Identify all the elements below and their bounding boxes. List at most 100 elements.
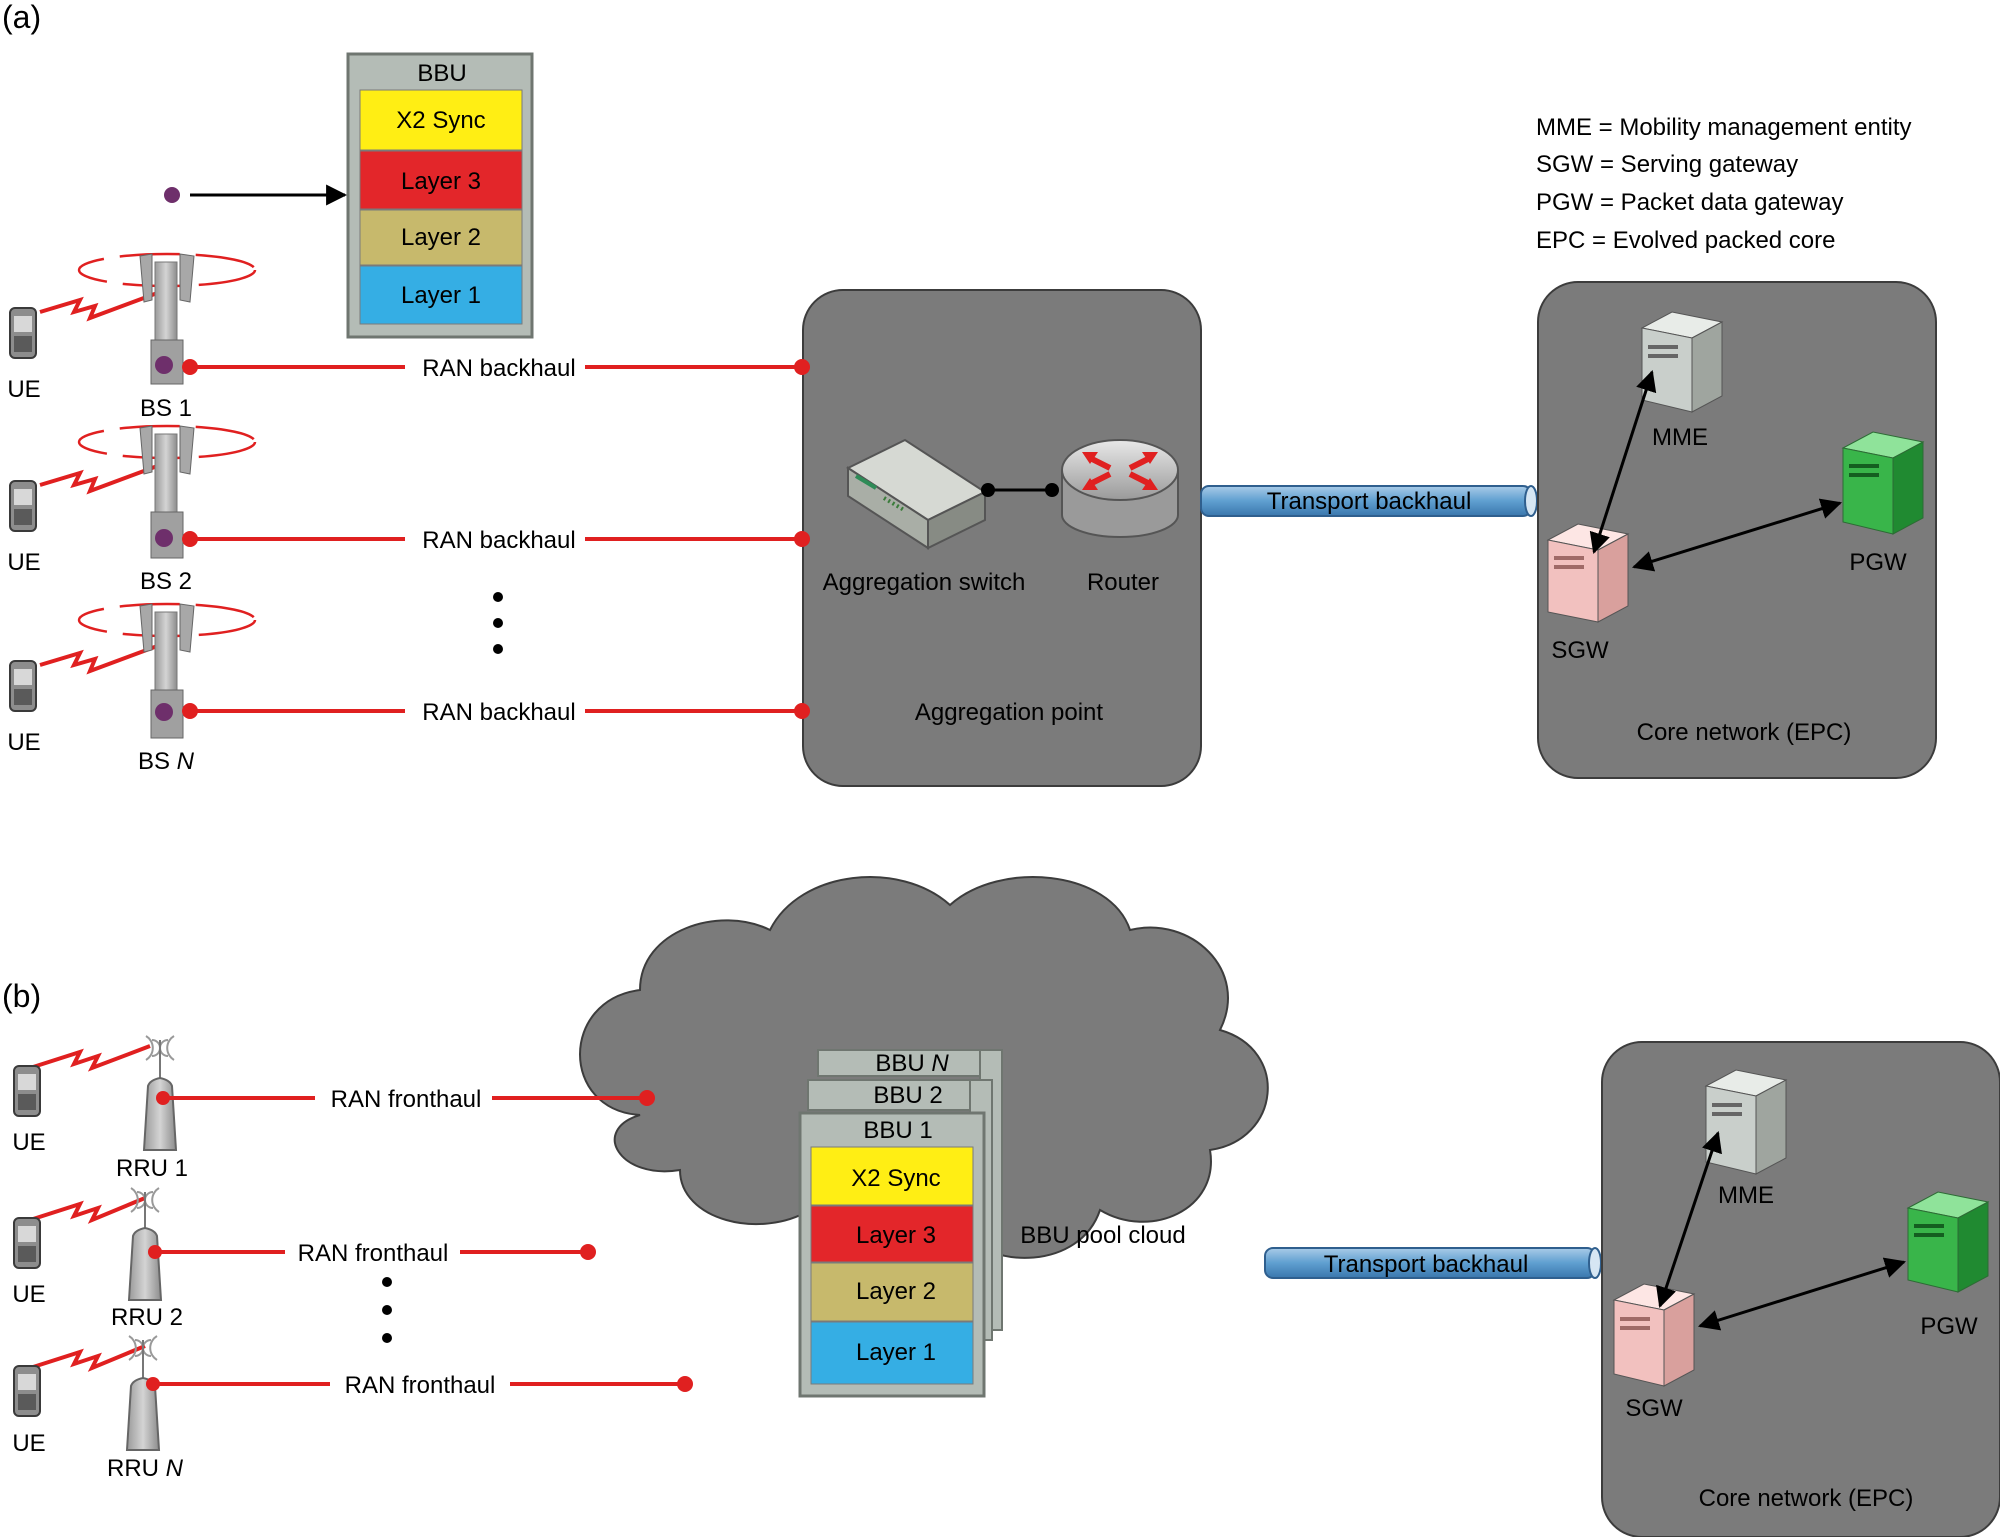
backhaul-endpoint-dot xyxy=(182,531,198,547)
pgw-server-icon xyxy=(1841,431,1925,535)
bbu-pool-layer-1 xyxy=(810,1321,974,1385)
router-port-dot xyxy=(1045,483,1059,497)
ue-label: UE xyxy=(7,376,40,403)
bbu-pool-layer-3-label: Layer 3 xyxy=(856,1222,936,1249)
bbu-pool-layer-2 xyxy=(810,1262,974,1322)
radio-link-zigzag xyxy=(29,1196,146,1224)
bbu-2-label: BBU 2 xyxy=(873,1082,942,1109)
legend-item: MME = Mobility management entity xyxy=(1536,114,1911,141)
radio-link-zigzag xyxy=(29,1344,146,1372)
bbu-layer-2-label: Layer 2 xyxy=(401,224,481,251)
bbu-source-dot xyxy=(164,187,180,203)
panel-b: (b) BBU N BBU 2 BBU 1 X2 Sync Layer 3 La… xyxy=(2,876,2000,1537)
backhaul-endpoint-dot xyxy=(794,531,810,547)
core-network-label: Core network (EPC) xyxy=(1699,1485,1914,1512)
bs-label: BS 2 xyxy=(140,568,192,595)
bbu-block: BBU X2 Sync Layer 3 Layer 2 Layer 1 xyxy=(346,52,534,339)
bbu-n-label-index: N xyxy=(931,1050,949,1077)
ue-label: UE xyxy=(12,1281,45,1308)
bbu-layer-3-label: Layer 3 xyxy=(401,168,481,195)
aggregation-switch-label: Aggregation switch xyxy=(823,569,1026,596)
rru-label-index: N xyxy=(166,1455,184,1482)
backhaul-endpoint-dot xyxy=(182,703,198,719)
bbu-n-label-prefix: BBU xyxy=(875,1050,931,1077)
bbu-layer-2 xyxy=(359,209,523,266)
ran-backhaul-label: RAN backhaul xyxy=(422,699,575,726)
rru-label-prefix: RRU xyxy=(107,1455,166,1482)
bbu-stack: BBU N BBU 2 BBU 1 X2 Sync Layer 3 Layer … xyxy=(798,1049,1003,1398)
tower-icon xyxy=(139,603,195,739)
bbu-pool-layer-x2-sync-label: X2 Sync xyxy=(851,1165,940,1192)
aggregation-point-label: Aggregation point xyxy=(915,699,1103,726)
bs-label: BS 1 xyxy=(140,395,192,422)
bbu-layer-1-label: Layer 1 xyxy=(401,282,481,309)
panel-a: (a) BBU X2 Sync Layer 3 Layer 2 Layer 1 xyxy=(2,0,1937,787)
bbu-n-frame xyxy=(817,1049,1003,1077)
mme-label: MME xyxy=(1718,1182,1774,1209)
ue-label: UE xyxy=(7,729,40,756)
fronthaul-endpoint-dot xyxy=(580,1244,596,1260)
transport-backhaul-pipe xyxy=(1200,485,1538,517)
switch-port-dot xyxy=(981,483,995,497)
bbu-2-frame xyxy=(807,1079,993,1111)
legend-item: EPC = Evolved packed core xyxy=(1536,227,1836,254)
ellipsis-dots xyxy=(493,592,503,654)
fronthaul-endpoint-dot xyxy=(156,1091,170,1105)
station-row: UE BS N RAN backhaul xyxy=(7,602,810,775)
core-network-label: Core network (EPC) xyxy=(1637,719,1852,746)
ran-backhaul-label: RAN backhaul xyxy=(422,355,575,382)
legend-item: PGW = Packet data gateway xyxy=(1536,189,1844,216)
ue-label: UE xyxy=(12,1129,45,1156)
bbu-1-label: BBU 1 xyxy=(863,1117,932,1144)
transport-backhaul-label: Transport backhaul xyxy=(1324,1251,1529,1278)
ue-phone-icon xyxy=(9,660,37,712)
mme-server-icon xyxy=(1640,311,1724,413)
sgw-server-icon xyxy=(1546,523,1630,623)
ue-phone-icon xyxy=(13,1217,41,1269)
rru-row: UE RRU 2 RAN fronthaul xyxy=(12,1187,596,1331)
bbu-pool-layer-1-label: Layer 1 xyxy=(856,1339,936,1366)
bbu-pool-layer-2-label: Layer 2 xyxy=(856,1278,936,1305)
rru-label: RRU N xyxy=(107,1455,184,1482)
legend-item: SGW = Serving gateway xyxy=(1536,151,1798,178)
fronthaul-endpoint-dot xyxy=(639,1090,655,1106)
sgw-label: SGW xyxy=(1625,1395,1683,1422)
bs-label-index: N xyxy=(177,748,195,775)
bs-label: BS N xyxy=(138,748,195,775)
transport-backhaul-label: Transport backhaul xyxy=(1267,488,1472,515)
rru-rows: UE RRU 1 RAN fronthaul xyxy=(12,1035,693,1482)
bbu-n-label: BBU N xyxy=(875,1050,949,1077)
backhaul-endpoint-dot xyxy=(794,703,810,719)
ran-fronthaul-label: RAN fronthaul xyxy=(345,1372,496,1399)
pgw-server-icon xyxy=(1906,1191,1990,1293)
router-icon xyxy=(1061,439,1179,538)
transport-backhaul-pipe xyxy=(1264,1247,1602,1279)
sgw-pgw-link xyxy=(1697,1257,1907,1331)
mme-sgw-link xyxy=(1589,370,1657,554)
acronym-legend: MME = Mobility management entity SGW = S… xyxy=(1536,114,1911,254)
ue-phone-icon xyxy=(13,1065,41,1117)
bbu-pool-layer-3 xyxy=(810,1205,974,1263)
mme-server-icon xyxy=(1704,1069,1788,1175)
ue-phone-icon xyxy=(9,480,37,532)
station-row: UE BS 1 RAN backhaul xyxy=(7,252,810,422)
ellipsis-dots xyxy=(382,1277,392,1343)
rru-label: RRU 1 xyxy=(116,1155,188,1182)
fronthaul-endpoint-dot xyxy=(146,1377,160,1391)
fronthaul-endpoint-dot xyxy=(677,1376,693,1392)
ran-fronthaul-label: RAN fronthaul xyxy=(331,1086,482,1113)
rru-row: UE RRU N RAN fronthaul xyxy=(12,1335,693,1482)
backhaul-endpoint-dot xyxy=(182,359,198,375)
bbu-layer-x2-sync xyxy=(359,89,523,151)
antenna-icon xyxy=(125,1335,161,1451)
panel-a-label: (a) xyxy=(2,0,41,35)
bbu-title: BBU xyxy=(417,60,466,87)
pgw-label: PGW xyxy=(1920,1313,1978,1340)
backhaul-endpoint-dot xyxy=(794,359,810,375)
base-station-rows: UE BS 1 RAN backhaul xyxy=(7,252,810,775)
radio-link-zigzag xyxy=(39,463,161,495)
bbu-pool-cloud-label: BBU pool cloud xyxy=(1020,1222,1185,1249)
mme-sgw-link xyxy=(1656,1131,1722,1308)
router-label: Router xyxy=(1087,569,1159,596)
